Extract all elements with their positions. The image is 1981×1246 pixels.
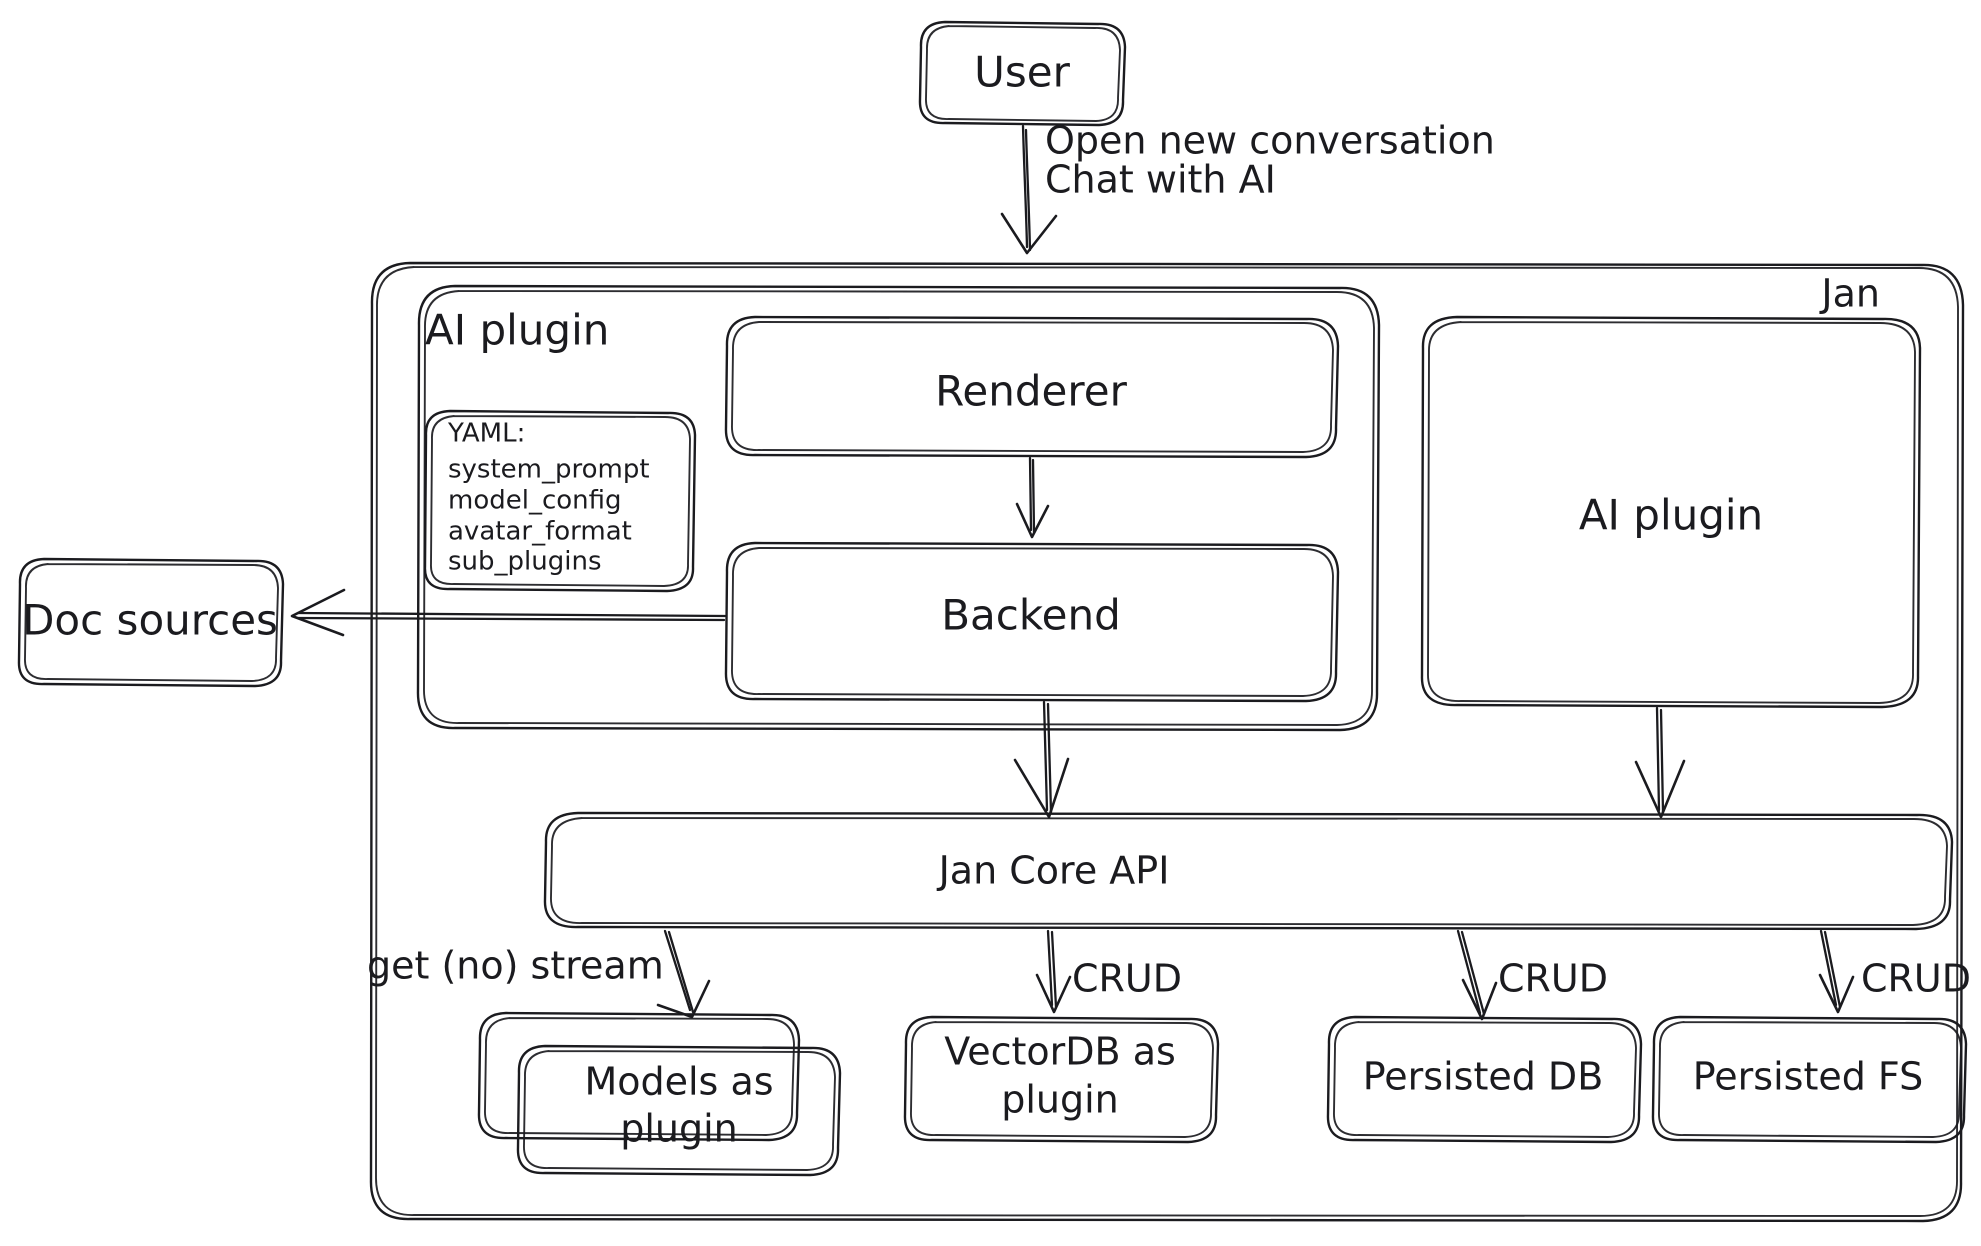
- node-vectordb-as-plugin[interactable]: VectorDB as plugin: [903, 1015, 1220, 1144]
- edge-label-crud-persisted-db: CRUD: [1498, 957, 1608, 1001]
- yaml-line-3: avatar_format: [448, 517, 632, 547]
- group-label-jan: Jan: [1819, 272, 1880, 316]
- edge-ai-plugin-to-core: [1634, 706, 1686, 819]
- yaml-line-0: YAML:: [447, 419, 525, 449]
- edge-label-user-renderer-line2: Chat with AI: [1045, 158, 1276, 202]
- node-renderer[interactable]: Renderer: [724, 315, 1340, 459]
- edge-label-crud-vectordb: CRUD: [1072, 957, 1182, 1001]
- yaml-line-1: system_prompt: [448, 455, 650, 485]
- node-user[interactable]: User: [918, 20, 1127, 127]
- edge-core-to-persisted-fs: CRUD: [1818, 929, 1971, 1014]
- edge-core-to-models: get (no) stream: [367, 929, 711, 1019]
- node-models-as-plugin[interactable]: Models as plugin: [477, 1011, 842, 1177]
- node-label-models-as-plugin-line1: Models as: [584, 1060, 773, 1104]
- node-doc-sources[interactable]: Doc sources: [17, 557, 285, 688]
- node-persisted-fs[interactable]: Persisted FS: [1651, 1015, 1968, 1144]
- node-yaml-card: YAML: system_prompt model_config avatar_…: [423, 409, 697, 593]
- node-label-persisted-db: Persisted DB: [1363, 1055, 1604, 1099]
- node-label-vectordb-as-plugin-line2: plugin: [1001, 1078, 1119, 1122]
- edge-label-crud-persisted-fs: CRUD: [1861, 957, 1971, 1001]
- edge-core-to-persisted-db: CRUD: [1456, 929, 1608, 1021]
- node-label-jan-core-api: Jan Core API: [937, 849, 1170, 893]
- edge-core-to-vectordb: CRUD: [1035, 929, 1182, 1014]
- group-jan: Jan: [369, 261, 1965, 1223]
- node-backend[interactable]: Backend: [724, 541, 1340, 703]
- edge-label-get-no-stream: get (no) stream: [367, 944, 664, 988]
- node-label-vectordb-as-plugin-line1: VectorDB as: [944, 1030, 1176, 1074]
- node-label-doc-sources: Doc sources: [22, 596, 278, 645]
- node-ai-plugin[interactable]: AI plugin: [1420, 315, 1922, 709]
- node-label-persisted-fs: Persisted FS: [1693, 1055, 1924, 1099]
- edge-label-user-renderer-line1: Open new conversation: [1045, 119, 1495, 163]
- node-label-user: User: [974, 48, 1070, 97]
- edge-backend-to-doc-sources: [290, 588, 727, 637]
- yaml-line-2: model_config: [448, 486, 622, 516]
- yaml-line-4: sub_plugins: [448, 547, 602, 577]
- node-label-models-as-plugin-line2: plugin: [620, 1107, 738, 1151]
- group-ai-plugin: AI plugin: [416, 284, 1381, 732]
- edge-user-to-renderer: Open new conversation Chat with AI: [1000, 119, 1495, 255]
- group-label-ai-plugin: AI plugin: [425, 306, 609, 355]
- node-jan-core-api[interactable]: Jan Core API: [543, 811, 1954, 931]
- node-label-renderer: Renderer: [935, 367, 1127, 416]
- edge-backend-to-core: [1013, 700, 1070, 819]
- node-persisted-db[interactable]: Persisted DB: [1326, 1015, 1643, 1144]
- node-label-backend: Backend: [941, 591, 1121, 640]
- node-label-ai-plugin-right: AI plugin: [1579, 491, 1763, 540]
- edge-renderer-to-backend: [1015, 456, 1050, 539]
